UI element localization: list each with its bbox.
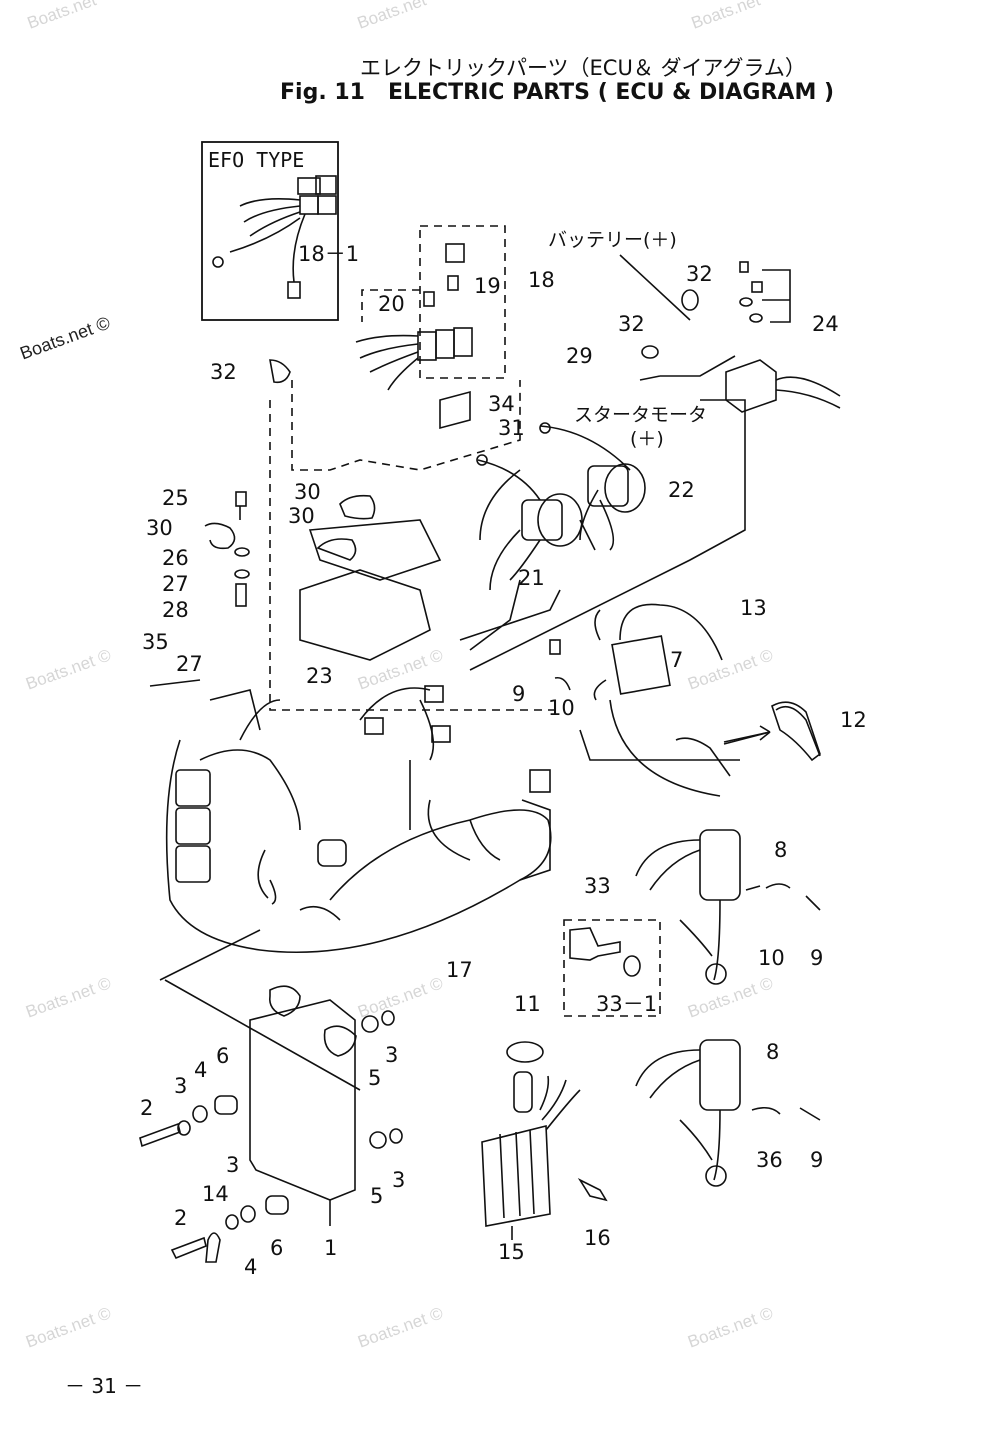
part-label: 33	[584, 874, 611, 898]
battery-plus-label: バッテリー(＋)	[548, 229, 677, 251]
part-label-18-1: 18－1	[298, 242, 360, 266]
part-label: 30	[146, 516, 173, 540]
part-label: 5	[368, 1066, 382, 1090]
starter-leader-lines	[459, 399, 746, 671]
part-label: 14	[202, 1182, 229, 1206]
part-label: 18	[528, 268, 555, 292]
ecu-hardware	[139, 1010, 403, 1263]
relay-group-dashed-box	[361, 225, 506, 379]
rectifier-15-drawing	[481, 1041, 608, 1240]
part-label: 23	[306, 664, 333, 688]
efo-relay-harness-drawing	[212, 175, 337, 299]
starter-motor-label: スタータモータ	[574, 404, 708, 426]
title-japanese: エレクトリックパーツ（ECU＆ ダイアグラム）	[360, 56, 806, 80]
figure-title: Fig. 11 ELECTRIC PARTS ( ECU & DIAGRAM )	[280, 80, 834, 105]
part-label: 9	[512, 682, 526, 706]
part-label: 9	[810, 946, 824, 970]
part-label: 24	[812, 312, 839, 336]
part-label: 32	[686, 262, 713, 286]
ignition-coil-lower	[635, 1039, 821, 1187]
part-label: 31	[498, 416, 525, 440]
part-label: 25	[162, 486, 189, 510]
starter-relay-assembly	[299, 390, 646, 661]
part-label: 34	[488, 392, 515, 416]
main-harness-drawing	[149, 679, 552, 953]
part-label: 21	[518, 566, 545, 590]
part-label: 28	[162, 598, 189, 622]
part-label: 16	[584, 1226, 611, 1250]
relay-24-drawing	[725, 261, 841, 413]
part-label: 8	[766, 1040, 780, 1064]
part-label: 27	[176, 652, 203, 676]
part-label: 22	[668, 478, 695, 502]
part-label: 1	[324, 1236, 338, 1260]
part-label: 2	[174, 1206, 188, 1230]
part-label: 7	[670, 648, 684, 672]
part-label: 5	[370, 1184, 384, 1208]
part-label: 17	[446, 958, 473, 982]
part-label: 32	[210, 360, 237, 384]
relay-drawings	[355, 243, 473, 391]
part-label: 27	[162, 572, 189, 596]
part-label: 8	[774, 838, 788, 862]
page-number: － 31 －	[65, 1374, 144, 1398]
part-label: 4	[244, 1255, 258, 1279]
coil-7-13	[549, 603, 821, 797]
part-label: 10	[548, 696, 575, 720]
part-label: 33－1	[596, 992, 658, 1016]
figure-label: Fig. 11	[280, 80, 365, 105]
part-label: 30	[288, 504, 315, 528]
part-label: 26	[162, 546, 189, 570]
efo-inset-box	[201, 141, 339, 321]
clamp-bolt-stack-left	[204, 491, 250, 607]
ignition-coil-upper	[635, 829, 821, 985]
sensor-dashed-box	[563, 919, 661, 1017]
battery-lead-line	[619, 254, 736, 381]
part-label: 30	[294, 480, 321, 504]
part-label: 6	[270, 1236, 284, 1260]
part-label: 11	[514, 992, 541, 1016]
part-label: 20	[378, 292, 405, 316]
part-label: 13	[740, 596, 767, 620]
part-label: 9	[810, 1148, 824, 1172]
part-label: 29	[566, 344, 593, 368]
part-label: 32	[618, 312, 645, 336]
thermo-sensor-33	[569, 927, 641, 977]
part-label: 10	[758, 946, 785, 970]
title-english: ELECTRIC PARTS ( ECU & DIAGRAM )	[387, 80, 835, 105]
harness-leader-lines	[159, 729, 740, 1091]
ecu-body-drawing	[249, 985, 357, 1226]
part-label: 3	[226, 1153, 240, 1177]
part-label: 4	[194, 1058, 208, 1082]
harness-group-dashed-outline	[269, 380, 560, 711]
part-label: 15	[498, 1240, 525, 1264]
part-label: 36	[756, 1148, 783, 1172]
part-label: 19	[474, 274, 501, 298]
inset-title: EFO TYPE	[208, 148, 305, 172]
part-label: 3	[174, 1074, 188, 1098]
part-label: 2	[140, 1096, 154, 1120]
part-label: 12	[840, 708, 867, 732]
part-label: 3	[385, 1043, 399, 1067]
starter-plus-label: (＋)	[630, 428, 664, 450]
part-label: 3	[392, 1168, 406, 1192]
part-label: 6	[216, 1044, 230, 1068]
part-label: 35	[142, 630, 169, 654]
spark-plug-cap-12	[723, 701, 821, 762]
